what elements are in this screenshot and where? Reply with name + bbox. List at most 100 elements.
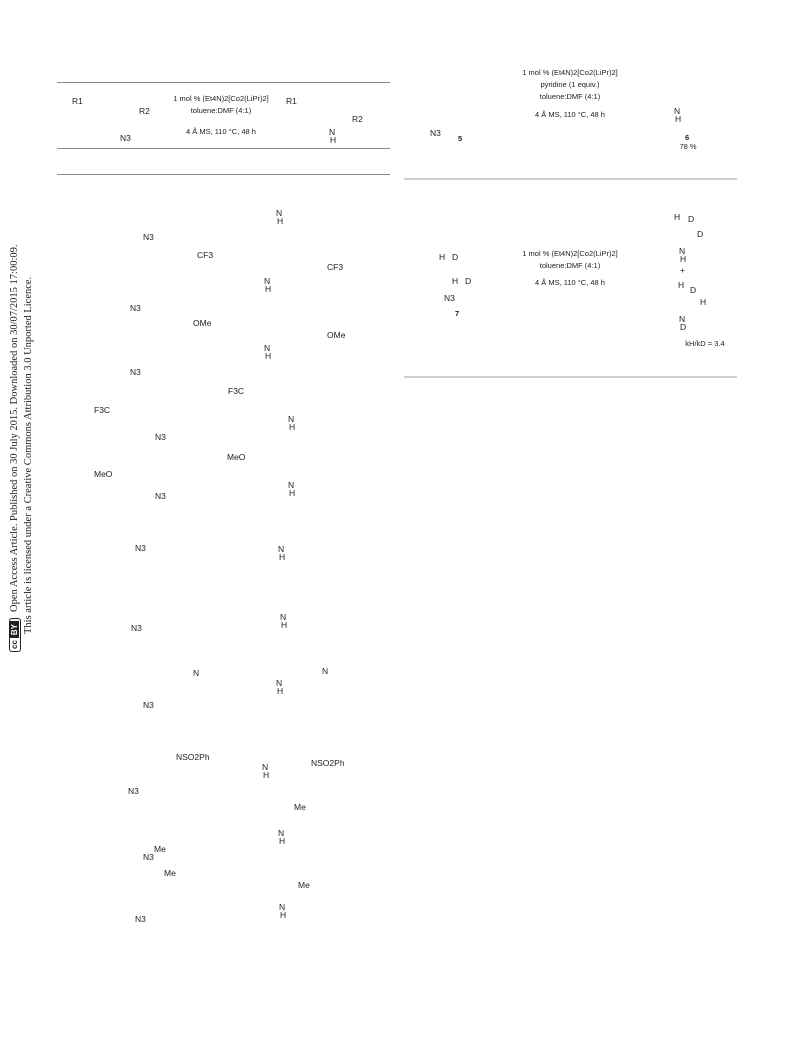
r1-label: R1 [72,96,83,106]
row10-n3-label: N3 [143,852,154,862]
row4-product-f3c-label: F3C [228,386,245,396]
kie-text: kH/kD = 3.4 [685,339,725,348]
row8-nh-h-label: H [277,686,284,696]
scheme-mid-rule [57,148,390,149]
row3-nh-h-label: H [265,351,272,361]
right-mid-reagent: 1 mol % (Et4N)2[Co2(LiPr)2] [522,249,618,258]
row11-n3-label: N3 [135,914,146,924]
row4-n3-label: N3 [155,432,166,442]
scheme-top-rule [57,82,390,83]
row2-nh-h-label: H [265,284,272,294]
n3-label: N3 [120,133,131,143]
right-top-reagent: 1 mol % (Et4N)2[Co2(LiPr)2] [522,68,618,77]
row5-product-meo-label: MeO [227,452,246,462]
right-top-conditions: 4 Å MS, 110 °C, 48 h [535,110,605,119]
row3-ome-label: OMe [193,318,212,328]
row6-nh-n-label: N [278,544,285,554]
product2-n-label: N [679,314,686,324]
reagent-text: 1 mol % (Et4N)2[Co2(LiPr)2] [173,94,269,103]
right-top-nh-h-label: H [675,114,682,124]
row8-n3-label: N3 [143,700,154,710]
license-line-2[interactable]: This article is licensed under a Creativ… [23,276,34,634]
row11-me-label: Me [164,868,176,878]
row1-nh-n-label: N [276,208,283,218]
row4-nh-h-label: H [289,422,296,432]
product2-h-label: H [678,280,685,290]
license-text-1[interactable]: Open Access Article. Published on 30 Jul… [9,244,20,612]
right-divider-2 [404,376,737,378]
row8-nh-n-label: N [276,678,283,688]
product1-n-label: N [679,246,686,256]
solvent-text: toluene:DMF (4:1) [190,106,252,115]
product1-d1-label: D [688,214,695,224]
right-top-solvent: toluene:DMF (4:1) [539,92,601,101]
product1-h-label: H [674,212,681,222]
right-divider-1 [404,178,737,180]
row3-n3-label: N3 [130,367,141,377]
r2-label: R2 [139,106,150,116]
row5-nh-h-label: H [289,488,296,498]
row10-nh-h-label: H [279,836,286,846]
right-mid-conditions: 4 Å MS, 110 °C, 48 h [535,278,605,287]
row8-pyridine-n-label: N [193,668,200,678]
product2-h2-label: H [700,297,707,307]
row1-n3-label: N3 [143,232,154,242]
table-top-rule [57,174,390,175]
row9-n3-label: N3 [128,786,139,796]
row2-n3-label: N3 [130,303,141,313]
row3-nh-n-label: N [264,343,271,353]
row9-nh-n-label: N [262,762,269,772]
row6-nh-h-label: H [279,552,286,562]
row4-f3c-label: F3C [94,405,111,415]
row11-nh-n-label: N [279,902,286,912]
row5-n3-label: N3 [155,491,166,501]
right-top-additive: pyridine (1 equiv.) [540,80,600,89]
product-n-label: N [329,127,336,137]
row10-me-label: Me [154,844,166,854]
right-mid-h1-label: H [439,252,446,262]
product1-d2-label: D [697,229,704,239]
license-sidebar: ccBY Open Access Article. Published on 30… [8,0,48,652]
row9-product-nso2ph-label: NSO2Ph [311,758,345,768]
compound-5-label: 5 [458,134,463,143]
row4-nh-n-label: N [288,414,295,424]
right-mid-n3-label: N3 [444,293,455,303]
product2-d-label: D [690,285,697,295]
row8-product-pyridine-n-label: N [322,666,329,676]
conditions-text: 4 Å MS, 110 °C, 48 h [186,127,256,136]
plus-sign: + [680,265,685,275]
right-mid-h2-label: H [452,276,459,286]
compound-7-label: 7 [455,309,460,318]
row7-n3-label: N3 [131,623,142,633]
row10-nh-n-label: N [278,828,285,838]
compound-6-label: 6 [685,133,690,142]
row5-meo-label: MeO [94,469,113,479]
product-r2-label: R2 [352,114,363,124]
row2-product-cf3-label: CF3 [327,262,344,272]
product1-h2-label: H [680,254,687,264]
row2-nh-n-label: N [264,276,271,286]
row6-n3-label: N3 [135,543,146,553]
row7-nh-n-label: N [280,612,287,622]
right-mid-solvent: toluene:DMF (4:1) [539,261,601,270]
yield-text: 78 % [679,142,697,151]
right-top-n3-label: N3 [430,128,441,138]
right-top-nh-n-label: N [674,106,681,116]
row9-nh-h-label: H [263,770,270,780]
product-r1-label: R1 [286,96,297,106]
row7-nh-h-label: H [281,620,288,630]
row9-nso2ph-label: NSO2Ph [176,752,210,762]
license-line-1: ccBY Open Access Article. Published on 30… [8,0,22,652]
row3-product-ome-label: OMe [327,330,346,340]
row11-product-me-label: Me [298,880,310,890]
row1-nh-h-label: H [277,216,284,226]
right-mid-d1-label: D [452,252,459,262]
right-mid-d2-label: D [465,276,472,286]
row2-cf3-label: CF3 [197,250,214,260]
row10-product-me-label: Me [294,802,306,812]
product-h-label: H [330,135,337,145]
product2-d2-label: D [680,322,687,332]
row5-nh-n-label: N [288,480,295,490]
row11-nh-h-label: H [280,910,287,920]
cc-by-badge-icon[interactable]: ccBY [8,617,21,652]
